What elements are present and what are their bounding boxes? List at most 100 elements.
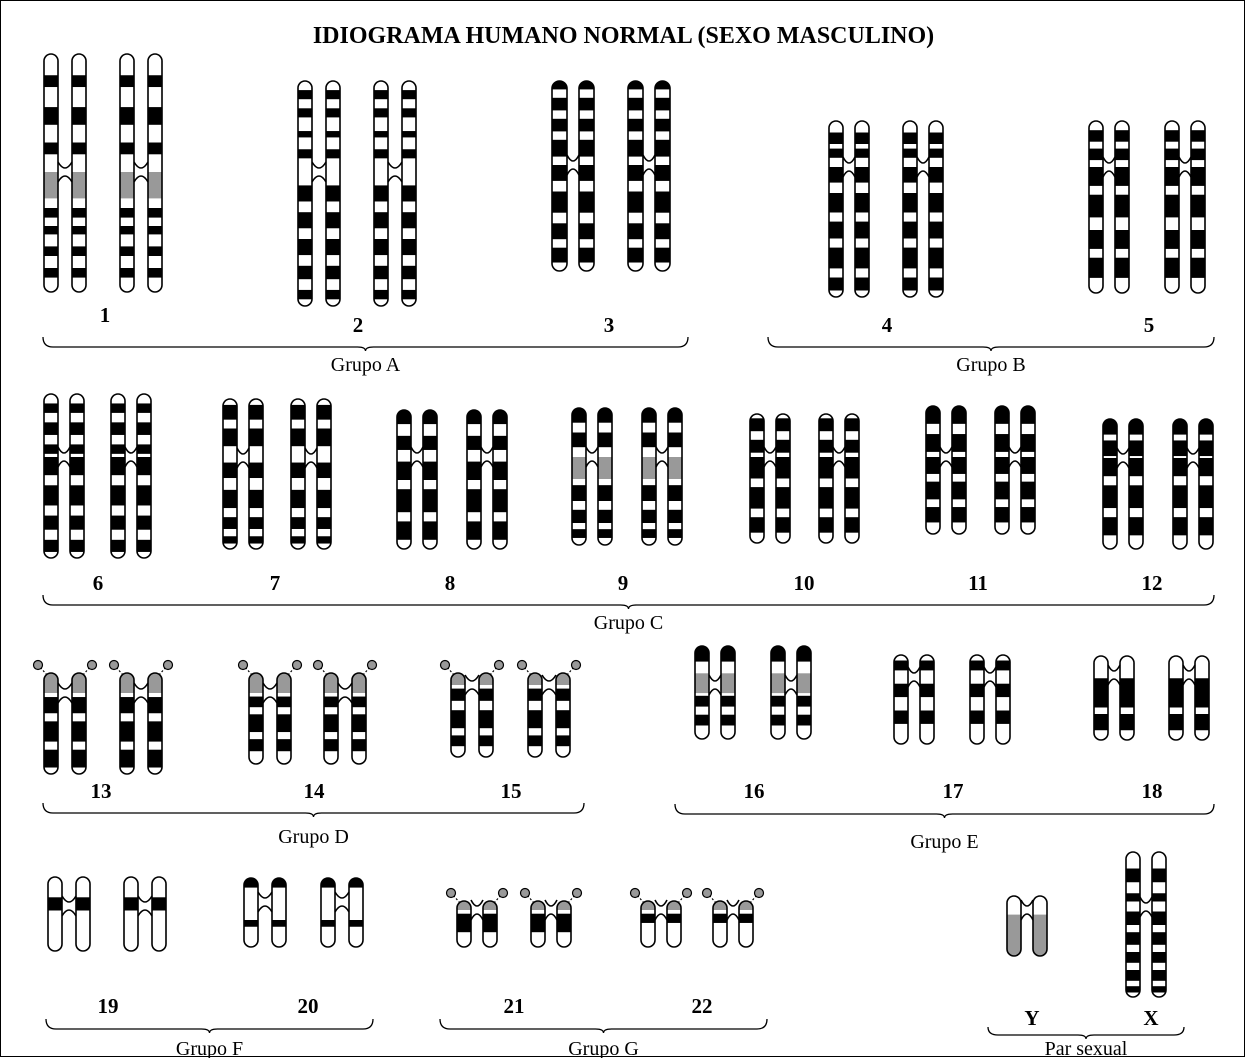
chromosome-label-5: 5 bbox=[1144, 313, 1155, 337]
chromosome-14-copy-2 bbox=[314, 661, 377, 765]
chromosome-7-copy-1 bbox=[223, 399, 263, 549]
chromosome-21-copy-2 bbox=[521, 889, 582, 948]
chromosome-label-7: 7 bbox=[270, 571, 281, 595]
chromosome-14-copy-1 bbox=[239, 661, 302, 765]
chromosome-9-copy-2 bbox=[642, 408, 682, 545]
group-label-7: Par sexual bbox=[1045, 1038, 1128, 1058]
chromosome-16-copy-2 bbox=[771, 646, 811, 739]
chromosome-label-14: 14 bbox=[304, 779, 326, 803]
chromosome-1 bbox=[44, 54, 162, 292]
chromosome-6 bbox=[44, 394, 151, 558]
chromosome-19-copy-2 bbox=[124, 877, 166, 951]
group-brace-4 bbox=[675, 804, 1214, 818]
chromosome-20 bbox=[244, 878, 363, 947]
group-brace-5 bbox=[46, 1019, 373, 1033]
chromosome-label-2: 2 bbox=[353, 313, 364, 337]
chromosome-20-copy-1 bbox=[244, 878, 286, 947]
chromosome-10 bbox=[750, 414, 859, 543]
chromosome-label-X: X bbox=[1143, 1006, 1158, 1030]
chromosome-1-copy-2 bbox=[120, 54, 162, 292]
chromosome-18-copy-2 bbox=[1169, 656, 1209, 740]
chromosome-8-copy-2 bbox=[467, 410, 507, 549]
chromosome-17-copy-1 bbox=[894, 655, 934, 744]
chromosome-3-copy-1 bbox=[552, 81, 594, 271]
chromosome-18-copy-1 bbox=[1094, 656, 1134, 740]
chromosome-6-copy-2 bbox=[111, 394, 151, 558]
chromosome-10-copy-1 bbox=[750, 414, 790, 543]
chromosome-2-copy-1 bbox=[298, 81, 340, 306]
chromosome-label-18: 18 bbox=[1142, 779, 1163, 803]
chromosome-12 bbox=[1103, 419, 1213, 549]
chromosome-7 bbox=[223, 399, 331, 549]
chromosome-17-copy-2 bbox=[970, 655, 1010, 744]
chromosome-label-17: 17 bbox=[943, 779, 964, 803]
chromosome-3-copy-2 bbox=[628, 81, 670, 271]
chromosome-label-15: 15 bbox=[501, 779, 522, 803]
chromosome-18 bbox=[1094, 656, 1209, 740]
chromosome-Y-copy-1 bbox=[1007, 896, 1047, 956]
chromosome-5-copy-1 bbox=[1089, 121, 1129, 293]
chromosome-label-10: 10 bbox=[794, 571, 815, 595]
chromosome-22 bbox=[631, 889, 764, 948]
group-brace-3 bbox=[43, 803, 584, 817]
chromosome-20-copy-2 bbox=[321, 878, 363, 947]
chromosome-label-21: 21 bbox=[504, 994, 525, 1018]
chromosome-8-copy-1 bbox=[397, 410, 437, 549]
group-brace-2 bbox=[43, 595, 1214, 609]
chromosome-19 bbox=[48, 877, 166, 951]
chromosome-22-copy-1 bbox=[631, 889, 692, 948]
chromosome-13-copy-2 bbox=[110, 661, 173, 775]
chromosome-15 bbox=[441, 661, 581, 758]
chromosome-19-copy-1 bbox=[48, 877, 90, 951]
group-brace-1 bbox=[768, 337, 1214, 351]
chromosome-22-copy-2 bbox=[703, 889, 764, 948]
chromosome-21-copy-1 bbox=[447, 889, 508, 948]
chromosome-8 bbox=[397, 410, 507, 549]
chromosome-label-20: 20 bbox=[298, 994, 319, 1018]
chromosome-10-copy-2 bbox=[819, 414, 859, 543]
chromosome-14 bbox=[239, 661, 377, 765]
chromosome-X bbox=[1126, 852, 1166, 997]
chromosome-Y bbox=[1007, 896, 1047, 956]
group-brace-6 bbox=[440, 1019, 767, 1033]
chromosome-2-copy-2 bbox=[374, 81, 416, 306]
chromosome-label-19: 19 bbox=[98, 994, 119, 1018]
chromosome-4 bbox=[829, 121, 943, 297]
group-label-3: Grupo D bbox=[278, 826, 349, 848]
chromosome-21 bbox=[447, 889, 582, 948]
group-label-6: Grupo G bbox=[568, 1038, 639, 1058]
chromosome-13 bbox=[34, 661, 173, 775]
chromosome-9 bbox=[572, 408, 682, 545]
chromosome-X-copy-1 bbox=[1126, 852, 1166, 997]
chromosome-5 bbox=[1089, 121, 1205, 293]
chromosome-12-copy-1 bbox=[1103, 419, 1143, 549]
chromosome-12-copy-2 bbox=[1173, 419, 1213, 549]
chromosome-label-3: 3 bbox=[604, 313, 615, 337]
chromosome-2 bbox=[298, 81, 416, 306]
chromosome-label-22: 22 bbox=[692, 994, 713, 1018]
chromosome-label-9: 9 bbox=[618, 571, 629, 595]
chromosome-16-copy-1 bbox=[695, 646, 735, 739]
chromosome-4-copy-2 bbox=[903, 121, 943, 297]
chromosome-6-copy-1 bbox=[44, 394, 84, 558]
chromosome-5-copy-2 bbox=[1165, 121, 1205, 293]
chromosome-3 bbox=[552, 81, 670, 271]
chromosome-label-16: 16 bbox=[744, 779, 765, 803]
group-label-5: Grupo F bbox=[176, 1038, 243, 1058]
chromosome-15-copy-1 bbox=[441, 661, 504, 758]
chromosome-11 bbox=[926, 406, 1035, 534]
chromosome-17 bbox=[894, 655, 1010, 744]
chromosome-label-Y: Y bbox=[1024, 1006, 1039, 1030]
chromosome-label-8: 8 bbox=[445, 571, 456, 595]
group-label-1: Grupo B bbox=[956, 354, 1025, 376]
group-label-4: Grupo E bbox=[910, 831, 978, 853]
chromosome-15-copy-2 bbox=[518, 661, 581, 758]
chromosome-label-6: 6 bbox=[93, 571, 104, 595]
chromosome-label-4: 4 bbox=[882, 313, 893, 337]
chromosome-1-copy-1 bbox=[44, 54, 86, 292]
chromosome-4-copy-1 bbox=[829, 121, 869, 297]
chromosome-11-copy-1 bbox=[926, 406, 966, 534]
chromosome-label-12: 12 bbox=[1142, 571, 1163, 595]
chromosome-11-copy-2 bbox=[995, 406, 1035, 534]
group-label-0: Grupo A bbox=[331, 354, 401, 376]
